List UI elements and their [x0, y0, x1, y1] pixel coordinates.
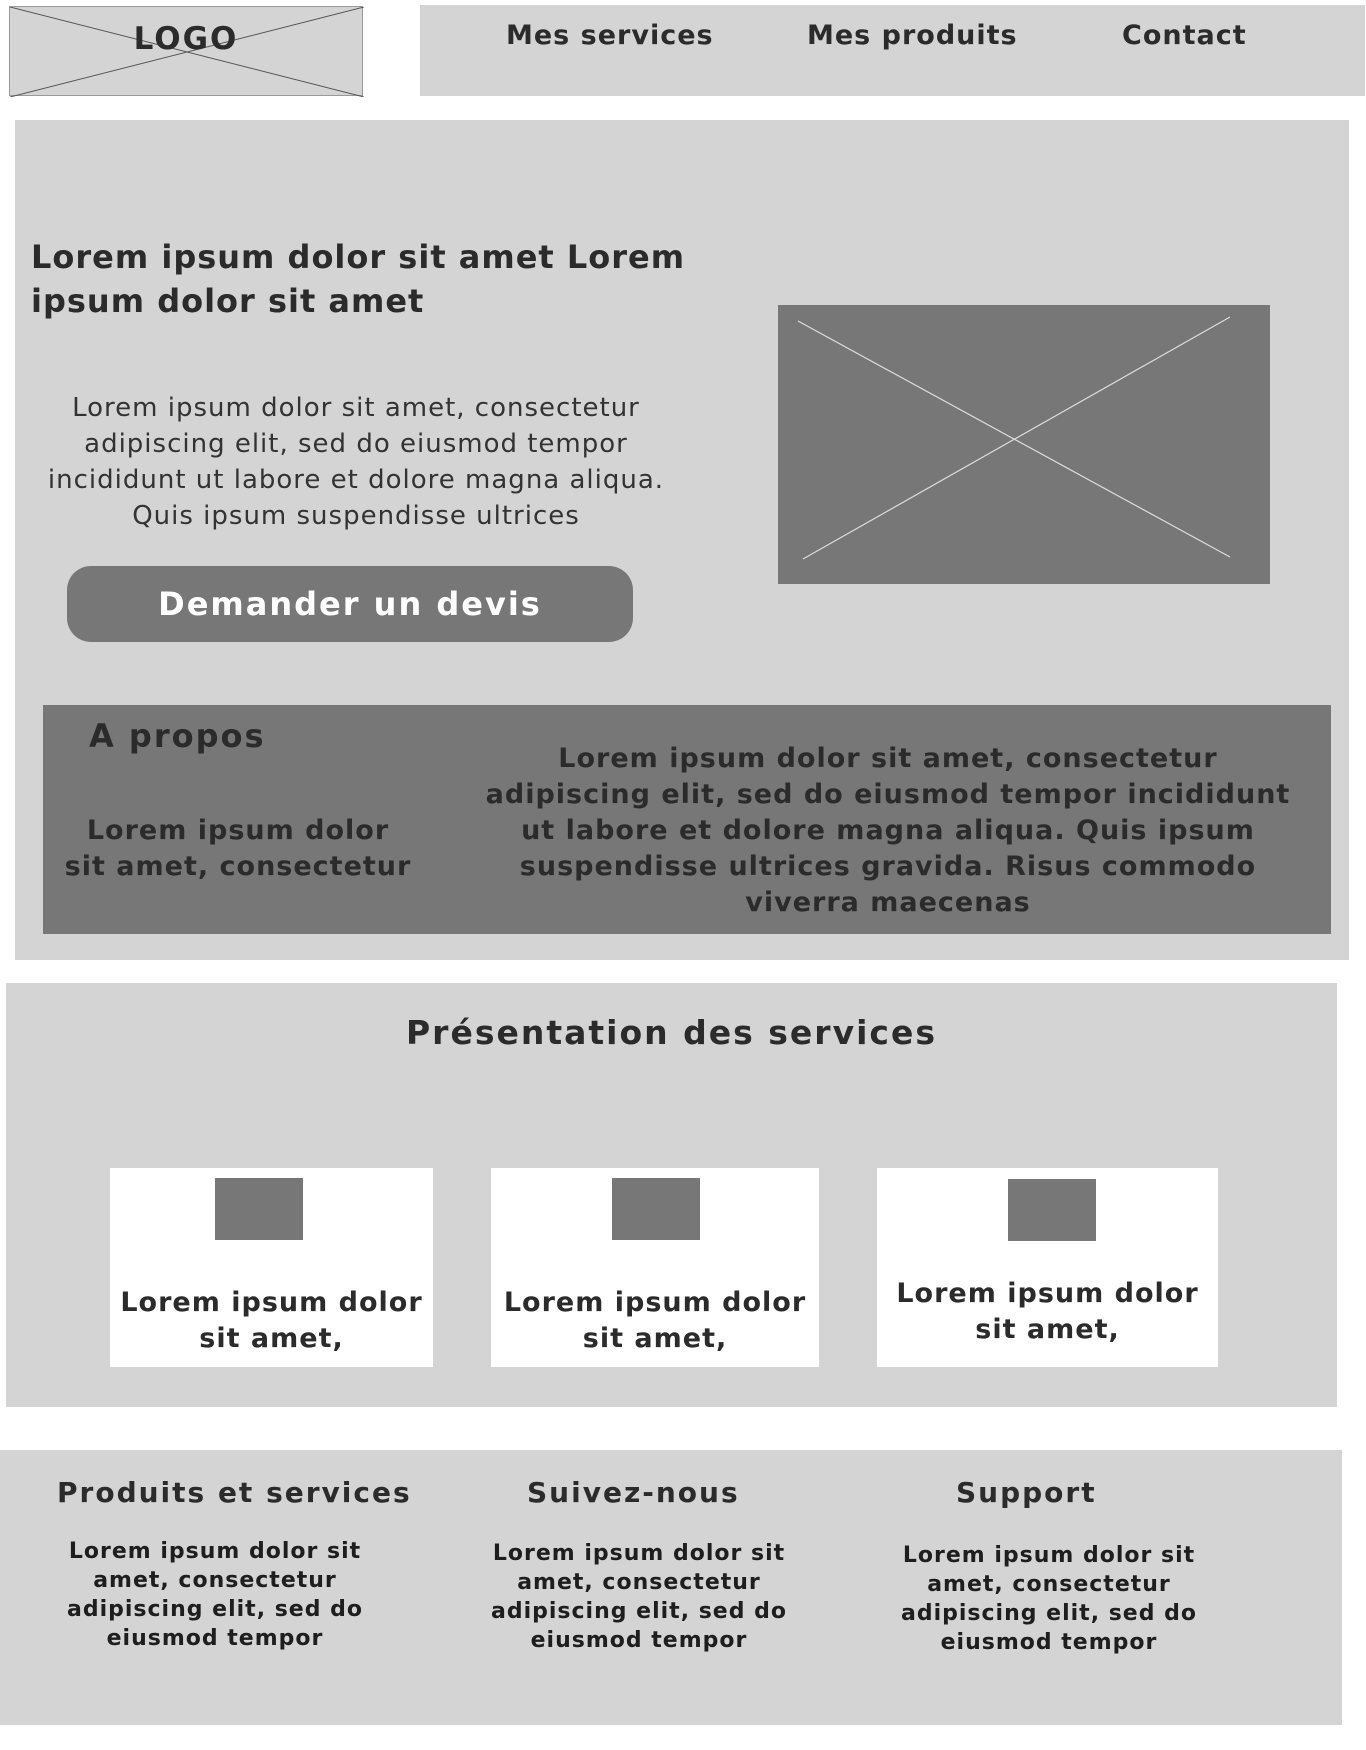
footer-title-products: Produits et services [57, 1476, 412, 1509]
quote-request-button[interactable]: Demander un devis [67, 566, 633, 642]
nav-link-contact[interactable]: Contact [1122, 20, 1247, 51]
logo-placeholder[interactable]: LOGO [9, 6, 364, 97]
logo-text: LOGO [133, 21, 239, 57]
about-subtitle: Lorem ipsum dolor sit amet, consectetur [64, 815, 412, 882]
about-title: A propos [89, 717, 266, 755]
footer-text-products: Lorem ipsum dolor sit amet, consectetur … [67, 1539, 363, 1651]
hero-text: Lorem ipsum dolor sit amet, consectetur … [47, 393, 665, 531]
image-placeholder-icon [797, 316, 1231, 560]
image-placeholder-icon [215, 1178, 303, 1240]
service-card[interactable]: Lorem ipsum dolor sit amet, [491, 1168, 819, 1367]
footer-text-follow: Lorem ipsum dolor sit amet, consectetur … [491, 1541, 787, 1653]
service-card-text: Lorem ipsum dolor sit amet, [896, 1278, 1199, 1345]
hero-title: Lorem ipsum dolor sit amet Lorem ipsum d… [31, 238, 686, 320]
nav-link-products[interactable]: Mes produits [807, 20, 1018, 51]
image-placeholder-icon [612, 1178, 700, 1240]
nav-link-services[interactable]: Mes services [506, 20, 714, 51]
services-section: Présentation des services Lorem ipsum do… [6, 983, 1337, 1407]
image-placeholder-icon [1008, 1179, 1096, 1241]
hero-section: Lorem ipsum dolor sit amet Lorem ipsum d… [15, 120, 1349, 960]
footer: Produits et services Lorem ipsum dolor s… [0, 1450, 1342, 1725]
footer-title-follow: Suivez-nous [527, 1476, 740, 1509]
main-navigation: Mes services Mes produits Contact [420, 5, 1365, 96]
service-card-text: Lorem ipsum dolor sit amet, [503, 1287, 807, 1354]
about-section: A propos Lorem ipsum dolor sit amet, con… [43, 705, 1331, 934]
hero-image-placeholder [778, 305, 1270, 584]
image-placeholder-icon [10, 7, 364, 97]
footer-title-support: Support [956, 1476, 1097, 1509]
service-card-text: Lorem ipsum dolor sit amet, [120, 1287, 423, 1354]
service-card[interactable]: Lorem ipsum dolor sit amet, [110, 1168, 433, 1367]
footer-text-support: Lorem ipsum dolor sit amet, consectetur … [901, 1543, 1197, 1655]
services-title: Présentation des services [406, 1013, 937, 1052]
service-card[interactable]: Lorem ipsum dolor sit amet, [877, 1168, 1218, 1367]
about-text: Lorem ipsum dolor sit amet, consectetur … [485, 743, 1291, 918]
